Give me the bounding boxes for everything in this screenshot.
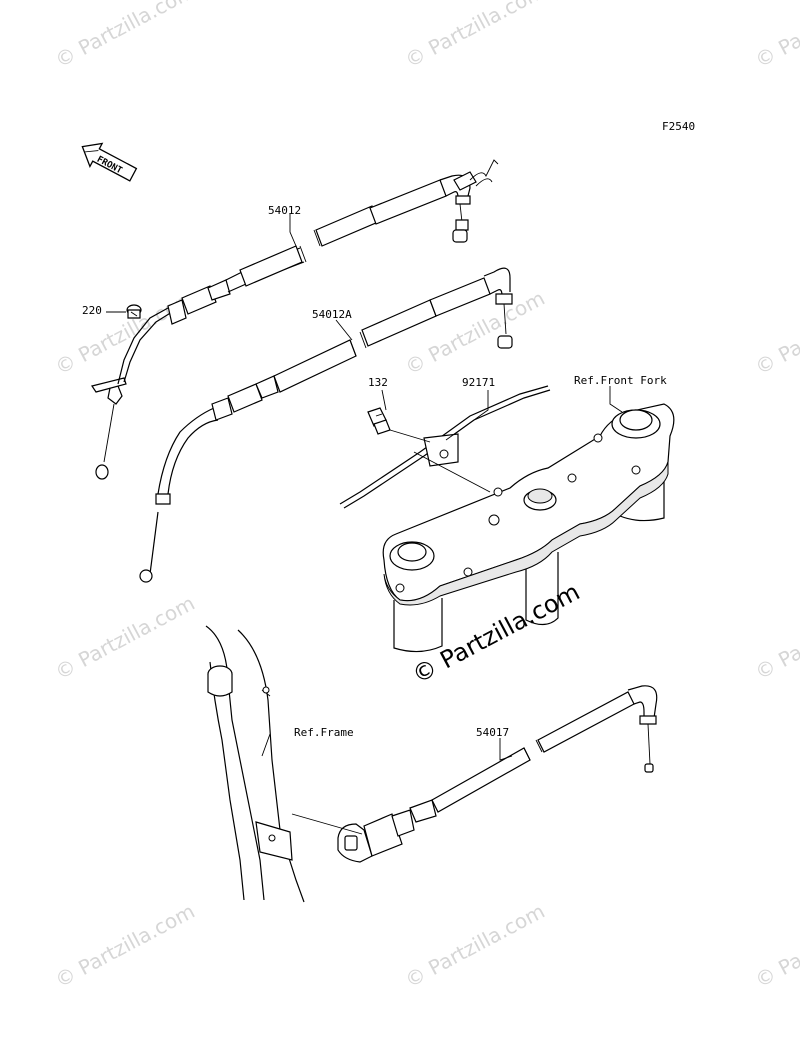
- throttle-cable-54012: [91, 159, 499, 480]
- watermark: © Partzilla.com: [51, 0, 199, 72]
- watermark: © Partzilla.com: [751, 286, 800, 380]
- front-fork-bracket: [382, 403, 675, 653]
- watermark: © Partzilla.com: [51, 286, 199, 380]
- watermark: © Partzilla.com: [751, 899, 800, 993]
- frame-section: [205, 625, 305, 903]
- part-labels: 54012 220 54012A 132 92171 Ref.Front For…: [82, 204, 667, 739]
- watermark: © Partzilla.com: [51, 899, 199, 993]
- watermark: © Partzilla.com: [401, 0, 549, 72]
- watermark: © Partzilla.com: [51, 591, 199, 685]
- leader-lines: [106, 214, 623, 835]
- watermark: © Partzilla.com: [751, 591, 800, 685]
- front-arrow-icon: FRONT: [81, 142, 138, 182]
- throttle-cable-54012a: [139, 267, 513, 583]
- label-220: 220: [82, 304, 102, 317]
- screw-220: [126, 304, 142, 319]
- figure-id: F2540: [662, 120, 695, 133]
- label-ref-frame: Ref.Frame: [294, 726, 354, 739]
- clamp-92171: [339, 385, 551, 509]
- label-ref-front-fork: Ref.Front Fork: [574, 374, 667, 387]
- label-92171: 92171: [462, 376, 495, 389]
- label-54012: 54012: [268, 204, 301, 217]
- watermark: © Partzilla.com: [751, 0, 800, 72]
- bolt-132: [367, 407, 391, 435]
- watermark: © Partzilla.com: [401, 899, 549, 993]
- label-132: 132: [368, 376, 388, 389]
- choke-cable-54017: [337, 685, 658, 863]
- label-54017: 54017: [476, 726, 509, 739]
- label-54012a: 54012A: [312, 308, 352, 321]
